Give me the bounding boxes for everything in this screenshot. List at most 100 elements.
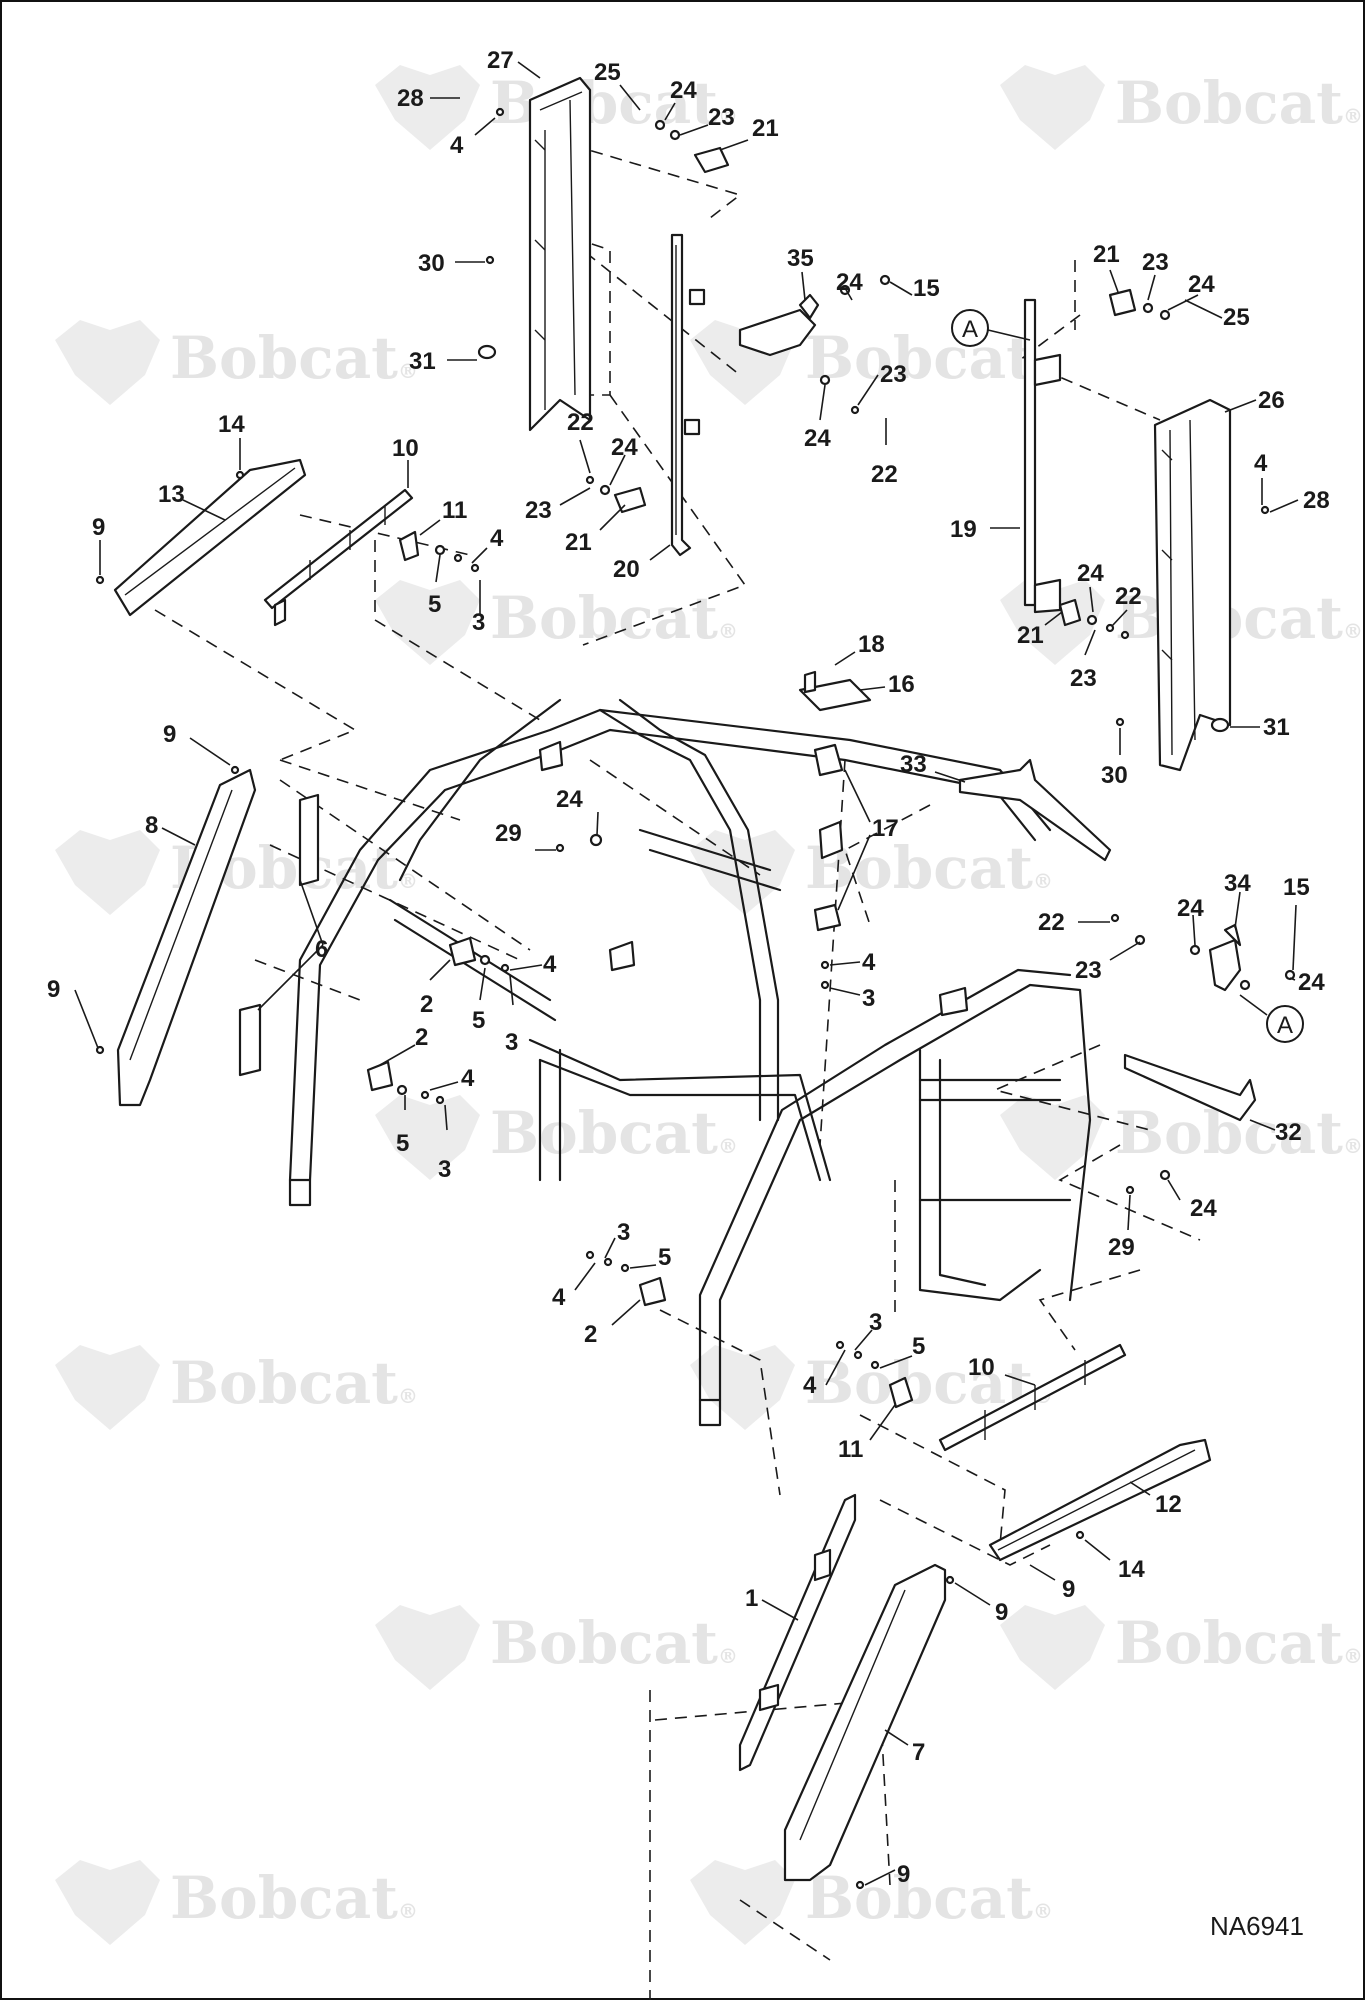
watermark: Bobcat® <box>375 1605 738 1690</box>
callout-7: 7 <box>912 1739 925 1766</box>
callout-23: 23 <box>1070 665 1097 692</box>
callout-4: 4 <box>543 951 557 978</box>
callout-5: 5 <box>912 1333 925 1360</box>
callout-9: 9 <box>995 1599 1008 1626</box>
callout-26: 26 <box>1258 387 1285 414</box>
upper-left-inner-bracket <box>670 233 706 557</box>
callout-4: 4 <box>490 525 504 552</box>
watermark: Bobcat® <box>55 1345 418 1430</box>
callout-15: 15 <box>1283 874 1310 901</box>
right-lower-bracket-10 <box>938 1343 1127 1452</box>
callout-3: 3 <box>438 1156 451 1183</box>
svg-text:Bobcat®: Bobcat® <box>490 69 738 137</box>
callout-22: 22 <box>1038 909 1065 936</box>
callout-5: 5 <box>428 591 441 618</box>
callout-23: 23 <box>1142 249 1169 276</box>
callout-16: 16 <box>888 671 915 698</box>
callout-21: 21 <box>565 529 592 556</box>
callout-9: 9 <box>897 1861 910 1888</box>
drawing-code: NA6941 <box>1210 1911 1304 1941</box>
callout-14: 14 <box>1118 1556 1145 1583</box>
right-front-pillar-trim-7 <box>783 1563 947 1882</box>
upper-right-post-trim <box>1153 398 1232 772</box>
callout-9: 9 <box>92 514 105 541</box>
callout-18: 18 <box>858 631 885 658</box>
callout-24: 24 <box>670 77 697 104</box>
callout-24: 24 <box>1190 1195 1217 1222</box>
svg-text:Bobcat®: Bobcat® <box>805 834 1053 902</box>
reference-a-top: A <box>951 309 1031 347</box>
clip-11-right <box>888 1376 914 1409</box>
bracket-34 <box>1208 923 1242 992</box>
watermark: Bobcat® <box>55 320 418 405</box>
svg-text:Bobcat®: Bobcat® <box>170 1349 418 1417</box>
left-pillar-bracket-6 <box>238 793 320 1077</box>
callout-1: 1 <box>745 1585 758 1612</box>
bracket-16 <box>798 670 872 712</box>
upper-left-post-trim <box>528 76 592 432</box>
assembly-lines <box>154 144 1201 2000</box>
callout-4: 4 <box>552 1284 566 1311</box>
callout-33: 33 <box>900 751 927 778</box>
svg-text:Bobcat®: Bobcat® <box>1115 584 1363 652</box>
watermark: Bobcat® <box>1000 1095 1363 1180</box>
left-top-trim-13 <box>113 458 307 617</box>
callout-3: 3 <box>862 985 875 1012</box>
right-pillar-bracket-1 <box>738 1493 857 1772</box>
hardware <box>95 107 1296 1890</box>
svg-text:Bobcat®: Bobcat® <box>490 584 738 652</box>
callout-2: 2 <box>415 1024 428 1051</box>
callout-8: 8 <box>145 812 158 839</box>
svg-text:Bobcat®: Bobcat® <box>805 1864 1053 1932</box>
callout-2: 2 <box>420 991 433 1018</box>
callout-34: 34 <box>1224 870 1251 897</box>
callout-23: 23 <box>525 497 552 524</box>
watermark: Bobcat® <box>690 830 1053 915</box>
callout-9: 9 <box>1062 1576 1075 1603</box>
callout-3: 3 <box>472 609 485 636</box>
callout-22: 22 <box>567 409 594 436</box>
callout-4: 4 <box>1254 450 1268 477</box>
svg-text:Bobcat®: Bobcat® <box>1115 1609 1363 1677</box>
callout-3: 3 <box>617 1219 630 1246</box>
clamp-17 <box>813 743 844 932</box>
callout-24: 24 <box>1188 271 1215 298</box>
bracket-32 <box>1123 1053 1257 1122</box>
callout-31: 31 <box>409 348 436 375</box>
callout-10: 10 <box>968 1354 995 1381</box>
callout-23: 23 <box>1075 957 1102 984</box>
callout-29: 29 <box>1108 1234 1135 1261</box>
svg-text:Bobcat®: Bobcat® <box>1115 69 1363 137</box>
callout-14: 14 <box>218 411 245 438</box>
watermark: Bobcat® <box>55 1860 418 1945</box>
callout-35: 35 <box>787 245 814 272</box>
callout-5: 5 <box>396 1130 409 1157</box>
callout-24: 24 <box>804 425 831 452</box>
svg-text:Bobcat®: Bobcat® <box>170 324 418 392</box>
bracket-35 <box>738 293 820 357</box>
callout-25: 25 <box>1223 304 1250 331</box>
callout-19: 19 <box>950 516 977 543</box>
callout-24: 24 <box>1177 895 1204 922</box>
callout-6: 6 <box>315 936 328 963</box>
callout-24: 24 <box>1298 969 1325 996</box>
callout-23: 23 <box>880 361 907 388</box>
callout-11: 11 <box>838 1436 863 1463</box>
right-lower-trim-12 <box>988 1438 1212 1562</box>
svg-text:A: A <box>1277 1012 1293 1039</box>
callout-21: 21 <box>752 115 779 142</box>
callout-31: 31 <box>1263 714 1290 741</box>
svg-text:Bobcat®: Bobcat® <box>170 1864 418 1932</box>
reference-a-bottom: A <box>1239 994 1304 1043</box>
callout-5: 5 <box>658 1244 671 1271</box>
watermark: Bobcat® <box>375 580 738 665</box>
callout-4: 4 <box>803 1372 817 1399</box>
callout-2: 2 <box>584 1321 597 1348</box>
rops-frame <box>288 698 1092 1427</box>
callout-12: 12 <box>1155 1491 1182 1518</box>
callout-20: 20 <box>613 556 640 583</box>
callout-24: 24 <box>836 269 863 296</box>
svg-text:Bobcat®: Bobcat® <box>490 1099 738 1167</box>
watermark-layer: Bobcat® Bobcat® Bobcat® Bobcat® Bobcat® … <box>55 65 1363 1945</box>
svg-text:Bobcat®: Bobcat® <box>490 1609 738 1677</box>
